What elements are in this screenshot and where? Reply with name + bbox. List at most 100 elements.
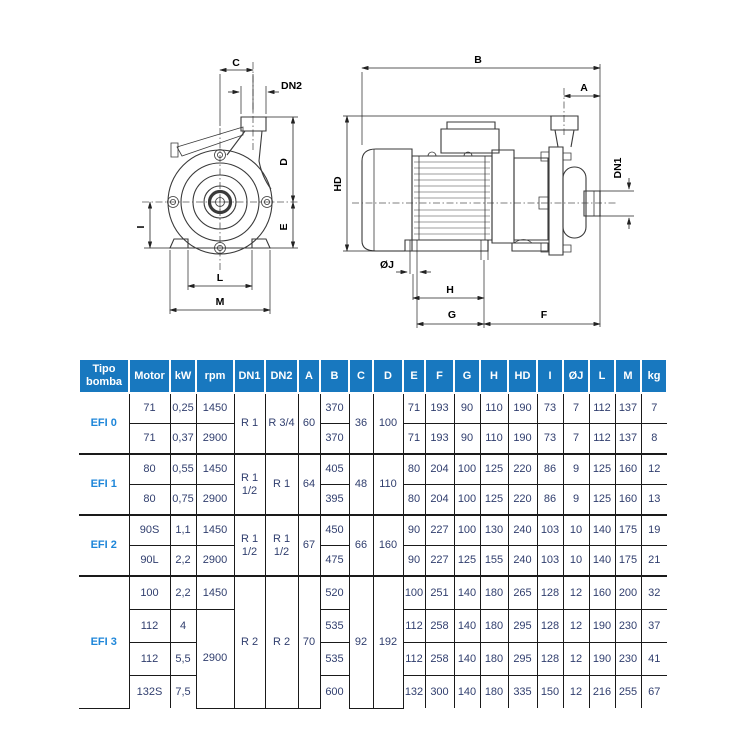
spec-cell: 112 <box>128 609 171 643</box>
spec-cell: 112 <box>402 642 426 676</box>
spec-cell: 8 <box>640 423 667 455</box>
spec-cell: 128 <box>536 575 564 610</box>
column-header: DN2 <box>264 358 299 394</box>
spec-cell: 71 <box>128 393 171 424</box>
spec-cell: 92 <box>348 575 374 709</box>
group-label: EFI 1 <box>79 453 130 516</box>
spec-cell: 160 <box>614 453 642 485</box>
spec-cell: 193 <box>424 393 455 424</box>
spec-cell: 370 <box>319 423 350 455</box>
spec-cell: 140 <box>453 642 481 676</box>
spec-cell: 125 <box>588 484 616 516</box>
spec-cell: 100 <box>453 514 481 546</box>
column-header: kg <box>640 358 668 394</box>
spec-cell: 2900 <box>195 484 235 516</box>
spec-cell: 192 <box>372 575 404 709</box>
spec-cell: 190 <box>588 609 616 643</box>
spec-cell: 90 <box>453 393 481 424</box>
spec-cell: 150 <box>536 675 564 708</box>
spec-cell: 265 <box>507 575 538 610</box>
spec-cell: 66 <box>348 514 374 577</box>
spec-cell: 130 <box>479 514 509 546</box>
spec-cell: 2900 <box>195 609 235 709</box>
dim-label-m: M <box>216 296 225 308</box>
spec-cell: 258 <box>424 642 455 676</box>
spec-cell: 335 <box>507 675 538 708</box>
spec-cell: 140 <box>453 575 481 610</box>
spec-cell: 112 <box>128 642 171 676</box>
spec-cell: 37 <box>640 609 667 643</box>
spec-cell: 112 <box>588 393 616 424</box>
column-header: M <box>614 358 642 394</box>
spec-cell: 475 <box>319 545 350 577</box>
column-header: G <box>453 358 481 394</box>
spec-cell: 48 <box>348 453 374 516</box>
spec-cell: 160 <box>588 575 616 610</box>
spec-cell: 41 <box>640 642 667 676</box>
dim-label-d: D <box>278 158 290 166</box>
spec-cell: 140 <box>588 545 616 577</box>
spec-cell: 110 <box>479 423 509 455</box>
spec-cell: 86 <box>536 453 564 485</box>
spec-cell: 230 <box>614 609 642 643</box>
spec-cell: 137 <box>614 423 642 455</box>
spec-cell: 10 <box>562 545 590 577</box>
spec-cell: 132 <box>402 675 426 708</box>
dim-label-i: I <box>135 225 147 228</box>
spec-cell: 0,25 <box>169 393 197 424</box>
spec-cell: 535 <box>319 609 350 643</box>
dim-label-a: A <box>580 82 588 94</box>
spec-cell: 67 <box>297 514 321 577</box>
spec-cell: 300 <box>424 675 455 708</box>
group-label: EFI 0 <box>79 393 130 455</box>
spec-cell: 80 <box>402 453 426 485</box>
spec-cell: 36 <box>348 393 374 455</box>
column-header: H <box>479 358 509 394</box>
spec-cell: 4 <box>169 609 197 643</box>
column-header: F <box>424 358 455 394</box>
column-header: L <box>588 358 616 394</box>
spec-cell: R 1 <box>264 453 299 516</box>
spec-cell: 1450 <box>195 453 235 485</box>
flange-bolts <box>167 149 273 254</box>
spec-cell: 90L <box>128 545 171 577</box>
spec-cell: 180 <box>479 642 509 676</box>
column-header: HD <box>507 358 538 394</box>
spec-cell: 21 <box>640 545 667 577</box>
spec-cell: 100 <box>128 575 171 610</box>
spec-cell: 180 <box>479 675 509 708</box>
column-header: A <box>297 358 321 394</box>
spec-cell: 103 <box>536 545 564 577</box>
spec-cell: R 1 1/2 <box>233 453 266 516</box>
spec-cell: 295 <box>507 609 538 643</box>
column-header: kW <box>169 358 197 394</box>
spec-cell: 227 <box>424 545 455 577</box>
spec-cell: 112 <box>402 609 426 643</box>
spec-cell: 1450 <box>195 575 235 610</box>
spec-cell: 100 <box>453 453 481 485</box>
group-label: EFI 3 <box>79 575 130 709</box>
spec-cell: 230 <box>614 642 642 676</box>
spec-cell: 7 <box>562 423 590 455</box>
spec-cell: 204 <box>424 453 455 485</box>
dim-label-dn2: DN2 <box>281 80 302 92</box>
spec-cell: 190 <box>507 423 538 455</box>
spec-cell: 90S <box>128 514 171 546</box>
spec-cell: 140 <box>453 675 481 708</box>
spec-cell: 9 <box>562 484 590 516</box>
spec-cell: 520 <box>319 575 350 610</box>
spec-cell: 7 <box>562 393 590 424</box>
spec-cell: 1,1 <box>169 514 197 546</box>
motor-fins <box>414 161 490 235</box>
spec-cell: 1450 <box>195 514 235 546</box>
technical-drawing: C DN2 D E I L M <box>135 54 634 328</box>
dim-label-e: E <box>278 223 290 230</box>
spec-cell: 2900 <box>195 545 235 577</box>
spec-cell: 160 <box>372 514 404 577</box>
column-header: DN1 <box>233 358 266 394</box>
column-header: ØJ <box>562 358 590 394</box>
spec-cell: 190 <box>507 393 538 424</box>
spec-cell: R 1 1/2 <box>233 514 266 577</box>
spec-cell: 175 <box>614 514 642 546</box>
